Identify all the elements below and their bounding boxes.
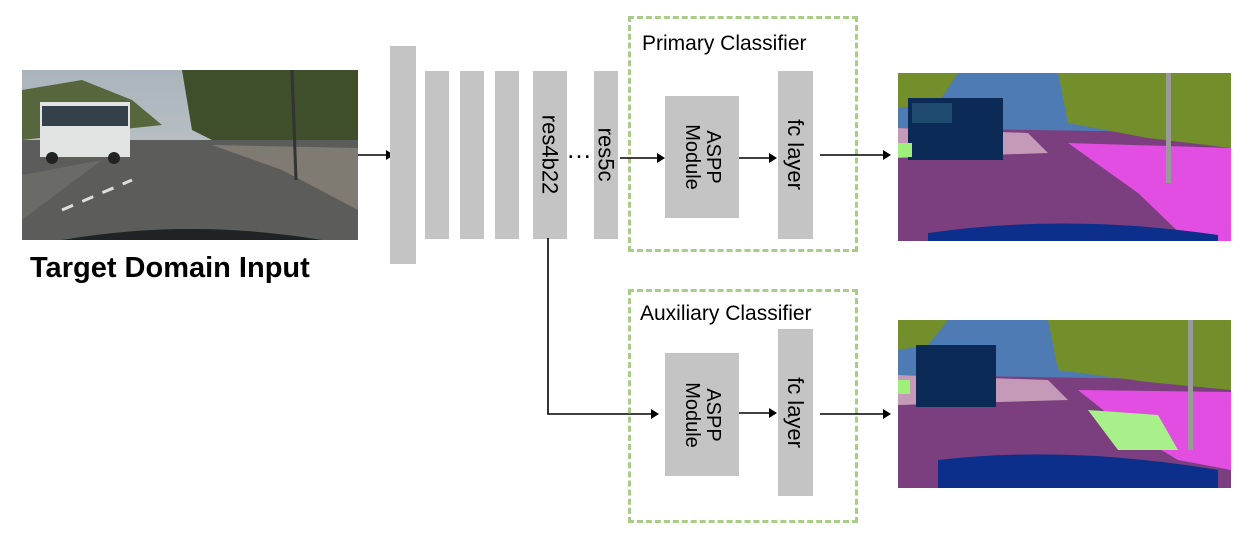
primary-classifier-title: Primary Classifier bbox=[640, 32, 809, 56]
backbone-block-res4b22: res4b22 bbox=[533, 71, 567, 239]
auxiliary-aspp-module: ASPP Module bbox=[665, 353, 739, 476]
primary-fc-label: fc layer bbox=[783, 119, 809, 191]
auxiliary-classifier-box bbox=[628, 289, 858, 523]
auxiliary-out-arrow bbox=[820, 409, 891, 419]
auxiliary-fc-layer: fc layer bbox=[778, 329, 813, 496]
backbone-block-4 bbox=[495, 71, 519, 239]
backbone-block-res5c: res5c bbox=[593, 71, 619, 239]
primary-aspp-label: ASPP Module bbox=[681, 124, 724, 190]
input-caption: Target Domain Input bbox=[30, 252, 310, 284]
auxiliary-aspp-label: ASPP Module bbox=[681, 381, 724, 448]
primary-fc-layer: fc layer bbox=[778, 71, 813, 239]
auxiliary-classifier-title: Auxiliary Classifier bbox=[638, 302, 814, 326]
primary-out-arrow bbox=[820, 150, 891, 160]
primary-in-arrow bbox=[620, 153, 665, 163]
res4b22-label: res4b22 bbox=[537, 115, 563, 195]
backbone-block-2 bbox=[425, 71, 449, 239]
input-arrow bbox=[358, 150, 394, 160]
auxiliary-segmentation-output bbox=[898, 320, 1231, 488]
auxiliary-mid-arrow bbox=[739, 408, 777, 418]
res5c-label: res5c bbox=[593, 128, 619, 182]
input-street-photo bbox=[22, 70, 358, 240]
primary-segmentation-output bbox=[898, 73, 1231, 241]
backbone-ellipsis: … bbox=[566, 134, 592, 164]
backbone-block-1 bbox=[390, 46, 416, 264]
backbone-block-3 bbox=[460, 71, 484, 239]
branch-arrow bbox=[547, 238, 659, 419]
primary-classifier-box bbox=[628, 16, 858, 252]
auxiliary-fc-label: fc layer bbox=[783, 377, 809, 448]
primary-mid-arrow bbox=[739, 153, 777, 163]
primary-aspp-module: ASPP Module bbox=[665, 96, 739, 218]
